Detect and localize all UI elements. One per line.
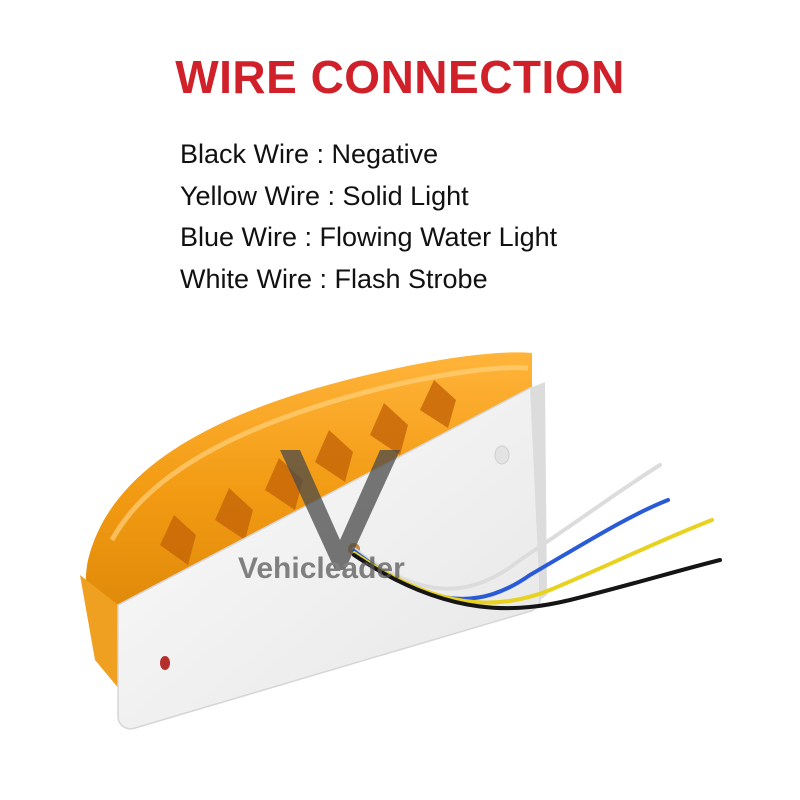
lens-bottom-edge bbox=[80, 575, 120, 690]
mount-hole-top bbox=[494, 445, 510, 465]
led-row bbox=[160, 380, 456, 565]
wire-legend-yellow: Yellow Wire : Solid Light bbox=[180, 180, 469, 211]
wire-legend-blue: Blue Wire : Flowing Water Light bbox=[180, 222, 558, 252]
wire-bundle bbox=[352, 463, 722, 611]
wire-legend-black: Black Wire : Negative bbox=[180, 139, 439, 169]
watermark-text: Vehicleader bbox=[238, 552, 405, 585]
mount-hole-bottom bbox=[160, 656, 170, 670]
wire-legend: Black Wire : Negative Yellow Wire : Soli… bbox=[180, 134, 557, 300]
white-wire bbox=[352, 463, 662, 591]
wire-legend-white: White Wire : Flash Strobe bbox=[180, 263, 488, 294]
watermark-logo: Vehicleader bbox=[238, 450, 405, 585]
black-wire bbox=[352, 553, 722, 611]
lens-highlight bbox=[109, 365, 529, 542]
page-title: WIRE CONNECTION bbox=[175, 51, 625, 103]
